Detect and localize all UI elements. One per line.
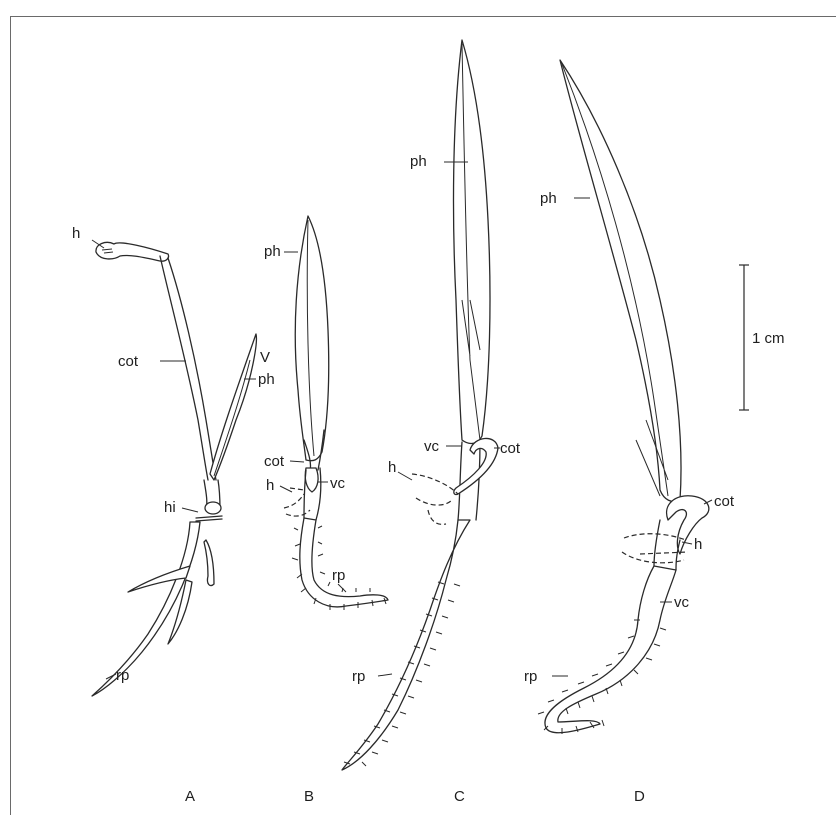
- label-d-ph: ph: [540, 190, 557, 207]
- label-a-hi: hi: [164, 499, 176, 516]
- panel-label-a: A: [185, 788, 195, 805]
- label-b-ph: ph: [264, 243, 281, 260]
- label-b-rp: rp: [332, 567, 345, 584]
- scale-bar: [739, 265, 749, 410]
- panel-label-c: C: [454, 788, 465, 805]
- label-d-h: h: [694, 536, 702, 553]
- label-b-vc: vc: [330, 475, 346, 492]
- seedling-b: [284, 216, 388, 610]
- label-a-rp: rp: [116, 667, 129, 684]
- label-a-ph: ph: [258, 371, 275, 388]
- label-c-h: h: [388, 459, 396, 476]
- label-a-h: h: [72, 225, 80, 242]
- seedling-c: [342, 40, 498, 770]
- label-c-rp: rp: [352, 668, 365, 685]
- scale-bar-label: 1 cm: [752, 330, 785, 347]
- seedling-a: [92, 242, 256, 696]
- label-b-h: h: [266, 477, 274, 494]
- label-a-v: V: [260, 349, 270, 366]
- panel-label-d: D: [634, 788, 645, 805]
- label-d-rp: rp: [524, 668, 537, 685]
- label-d-cot: cot: [714, 493, 735, 510]
- label-b-cot: cot: [264, 453, 285, 470]
- label-c-ph: ph: [410, 153, 427, 170]
- label-c-cot: cot: [500, 440, 521, 457]
- seedling-d: [538, 60, 709, 734]
- label-a-cot: cot: [118, 353, 139, 370]
- label-c-vc: vc: [424, 438, 440, 455]
- label-d-vc: vc: [674, 594, 690, 611]
- panel-label-b: B: [304, 788, 314, 805]
